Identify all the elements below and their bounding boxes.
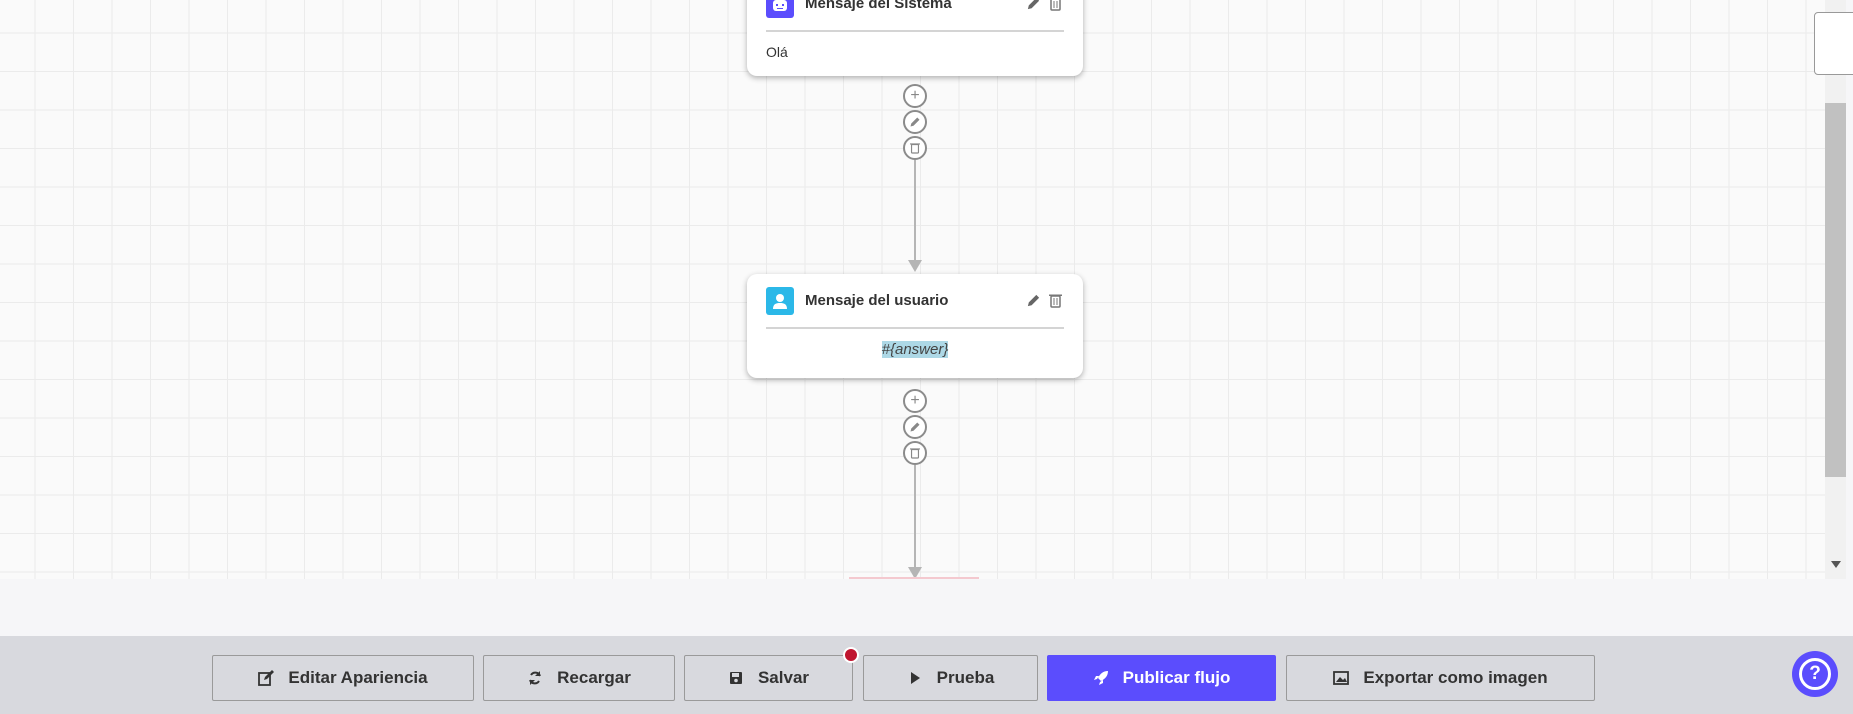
trash-icon[interactable] [1046,292,1064,310]
add-node-icon[interactable]: + [903,389,927,413]
connector-arrow [908,567,922,579]
node-body: #{answer} [881,341,949,358]
scroll-down-arrow-icon[interactable] [1831,561,1841,568]
rocket-icon [1093,671,1108,685]
next-node-edge [849,577,979,579]
publish-flow-button[interactable]: Publicar flujo [1047,655,1276,701]
robot-icon [766,0,794,18]
play-icon [910,672,920,684]
bottom-toolbar: Editar Apariencia Recargar Salvar Prueba… [0,636,1853,714]
edit-connection-pencil-icon[interactable] [903,110,927,134]
add-node-icon[interactable]: + [903,84,927,108]
image-icon [1333,671,1350,685]
node-user-message[interactable]: Mensaje del usuario #{answer} [747,274,1083,378]
question-icon: ? [1799,658,1831,690]
trash-icon[interactable] [1046,0,1064,13]
connector-line [914,160,916,260]
node-body: Olá [766,44,788,60]
user-icon [766,286,794,315]
connector-arrow [908,260,922,272]
reload-label: Recargar [557,668,631,687]
publish-flow-label: Publicar flujo [1122,668,1231,687]
delete-connection-trash-icon[interactable] [903,136,927,160]
flow-canvas[interactable]: Mensaje del Sistema Olá + Mensaje del us… [0,0,1825,579]
floppy-disk-icon [729,672,742,684]
node-title: Mensaje del Sistema [805,0,952,12]
node-system-message[interactable]: Mensaje del Sistema Olá [747,0,1083,76]
node-title: Mensaje del usuario [805,292,949,309]
refresh-icon [529,671,542,685]
connector-line [914,465,916,567]
edit-pencil-icon[interactable] [1024,292,1042,310]
export-image-label: Exportar como imagen [1363,668,1548,687]
scrollbar-thumb[interactable] [1825,103,1846,477]
minimap-panel[interactable] [1814,12,1853,75]
delete-connection-trash-icon[interactable] [903,441,927,465]
edit-appearance-label: Editar Apariencia [288,668,428,687]
help-button[interactable]: ? [1792,651,1838,697]
reload-button[interactable]: Recargar [483,655,675,701]
export-image-button[interactable]: Exportar como imagen [1286,655,1595,701]
edit-square-icon [258,670,275,686]
test-button[interactable]: Prueba [863,655,1038,701]
test-label: Prueba [936,668,995,687]
edit-appearance-button[interactable]: Editar Apariencia [212,655,474,701]
edit-pencil-icon[interactable] [1024,0,1042,13]
unsaved-changes-dot [843,647,859,663]
edit-connection-pencil-icon[interactable] [903,415,927,439]
save-label: Salvar [757,668,810,687]
save-button[interactable]: Salvar [684,655,853,701]
